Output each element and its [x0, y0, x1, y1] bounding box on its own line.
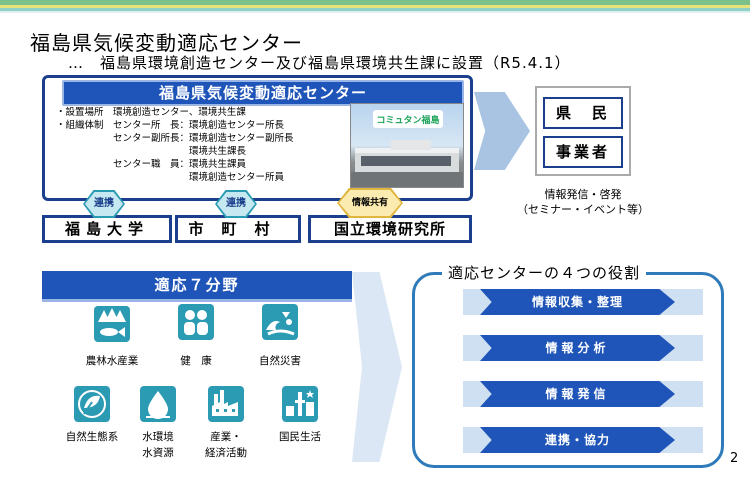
water-drop-icon [140, 386, 176, 422]
center-info-row: ・組織体制 センター所 長：環境創造センター所長 [56, 120, 285, 131]
target-note-line2: （セミナー・イベント等） [517, 203, 649, 216]
adaptation-header: 適応７分野 [42, 271, 352, 302]
city-tower-icon [282, 386, 318, 422]
partner-fukushima-univ: 福島大学 [42, 215, 172, 243]
field-label-industry-2: 経済活動 [205, 447, 247, 459]
arrow-to-targets [474, 92, 530, 170]
role-info-collection: 情報収集・整理 [480, 289, 675, 315]
top-stripe-green [0, 0, 750, 5]
health-people-icon [178, 304, 214, 340]
center-info-row: ・設置場所 環境創造センター、環境共生課 [56, 107, 246, 118]
badge-info-share: 情報共有 [339, 190, 401, 216]
badge-renkei-1: 連携 [85, 192, 123, 216]
target-citizens: 県 民 [543, 97, 623, 129]
center-building-photo: コミュタン福島 [350, 103, 464, 188]
top-stripe-yellow [0, 5, 750, 8]
field-label-disaster: 自然災害 [259, 355, 301, 367]
field-label-health: 健 康 [180, 355, 212, 367]
partner-nies: 国立環境研究所 [308, 215, 472, 243]
page-number: 2 [730, 451, 739, 466]
top-stripe-teal [0, 8, 750, 11]
field-label-water: 水環境 [142, 431, 174, 443]
target-businesses: 事業者 [543, 136, 623, 168]
ecosystem-leaf-icon [74, 386, 110, 422]
role-info-dissemination: 情報発信 [480, 381, 675, 407]
center-info-row: センター副所長：環境創造センター副所長 [56, 133, 294, 144]
field-label-life: 国民生活 [279, 431, 321, 443]
disaster-wave-icon [262, 304, 298, 340]
top-stripe-white [0, 11, 750, 13]
center-info-row: 環境創造センター所員 [56, 172, 285, 183]
partner-municipalities: 市町村 [175, 215, 301, 243]
forest-fish-icon [94, 306, 130, 342]
target-note-line1: 情報発信・啓発 [544, 188, 622, 201]
factory-icon [208, 386, 244, 422]
page-title: 福島県気候変動適応センター [30, 31, 303, 55]
field-label-ecosystem: 自然生態系 [65, 431, 119, 443]
field-label-water-2: 水資源 [142, 447, 174, 459]
field-label-industry: 産業・ [210, 431, 242, 443]
center-header: 福島県気候変動適応センター [62, 80, 464, 106]
center-info-row: センター職 員：環境共生課員 [56, 159, 247, 170]
field-label-agri: 農林水産業 [85, 355, 139, 367]
page-subtitle: … 福島県環境創造センター及び福島県環境共生課に設置（R5.4.1） [68, 54, 571, 72]
role-cooperation: 連携・協力 [480, 427, 675, 453]
photo-sign-text: コミュタン福島 [376, 116, 440, 126]
role-info-analysis: 情報分析 [480, 335, 675, 361]
center-info-row: 環境共生課長 [56, 146, 247, 157]
roles-title: 適応センターの４つの役割 [442, 262, 647, 283]
arrow-to-roles [352, 272, 402, 462]
